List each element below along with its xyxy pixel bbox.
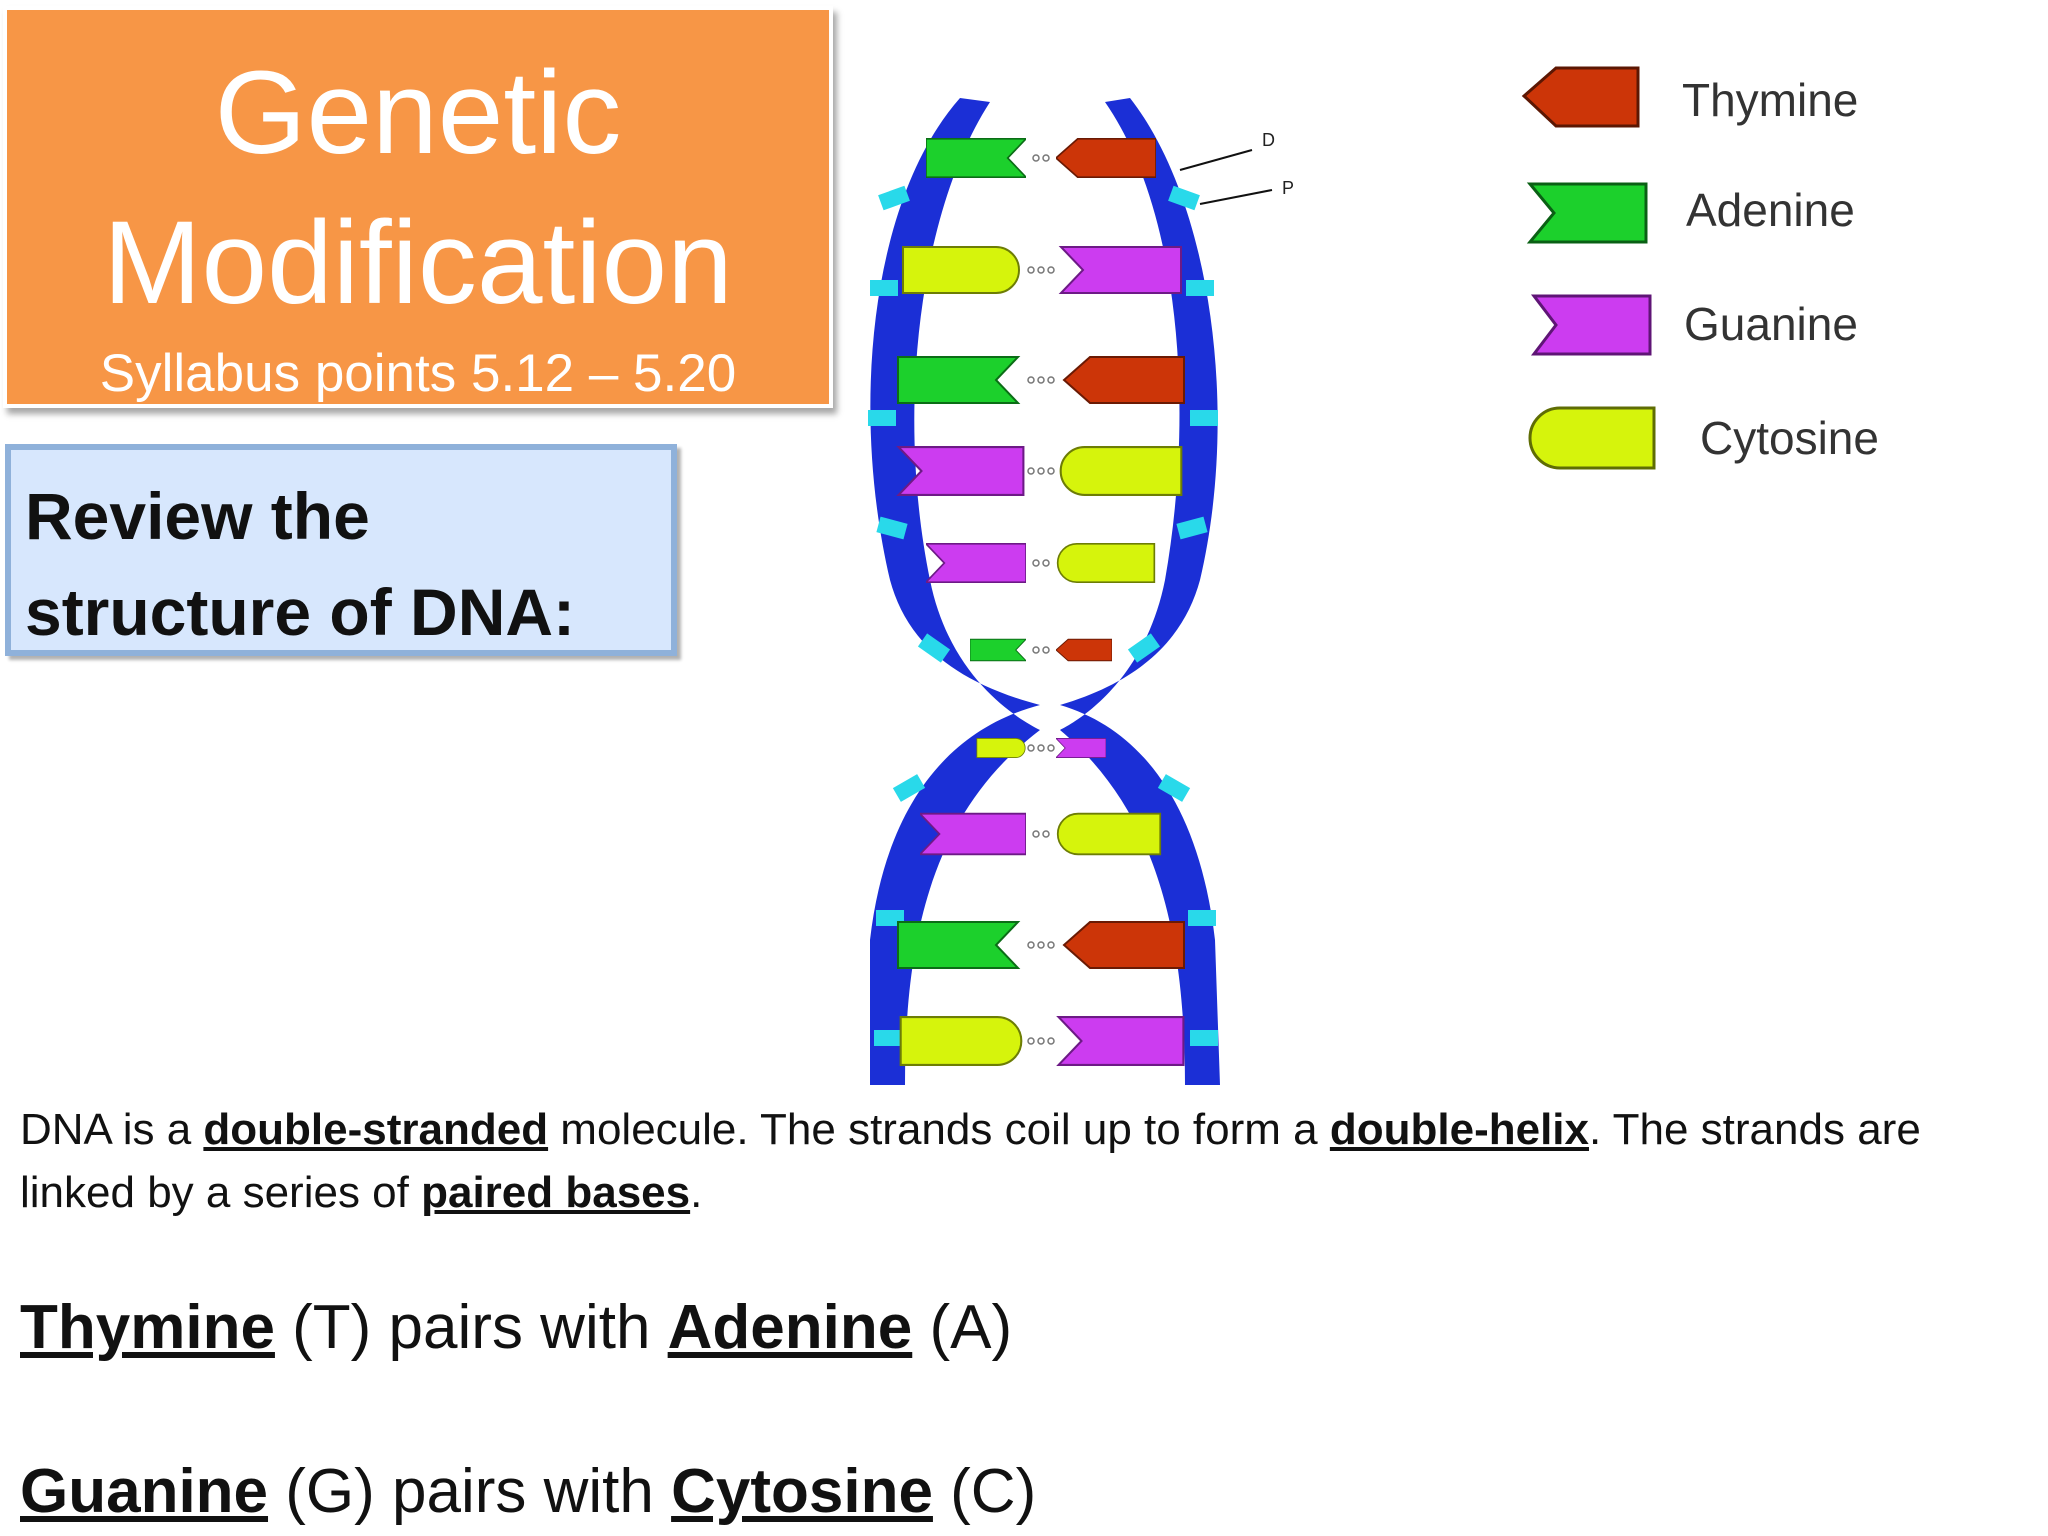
term-double-stranded: double-stranded xyxy=(203,1105,549,1154)
review-callout: Review the structure of DNA: xyxy=(5,444,677,656)
hydrogen-bonds xyxy=(1027,154,1055,1045)
phosphate-pointer-line xyxy=(1199,189,1273,205)
dna-description-paragraph: DNA is a double-stranded molecule. The s… xyxy=(20,1098,2030,1224)
base-thymine xyxy=(1056,137,1156,179)
pair2-base1: Guanine xyxy=(20,1457,269,1526)
sugar-phosphate-backbone xyxy=(868,98,1220,1085)
pair2-middle: (G) pairs with xyxy=(268,1457,672,1526)
phosphate-label: P xyxy=(1282,178,1294,198)
title-line-2: Modification xyxy=(103,197,733,329)
deoxyribose-label: D xyxy=(1262,130,1275,150)
pair2-base2: Cytosine xyxy=(671,1457,933,1526)
base-pair-rule-guanine-cytosine: Guanine (G) pairs with Cytosine (C) xyxy=(20,1452,1036,1532)
para-text-3: . The strands are linked by a series of xyxy=(20,1105,1921,1217)
title-line-1: Genetic xyxy=(214,47,622,179)
base-adenine xyxy=(896,355,1020,405)
base-guanine xyxy=(1056,737,1106,759)
legend-item-guanine: Guanine xyxy=(1530,294,1858,356)
base-cytosine xyxy=(1059,445,1183,497)
thymine-arrow-icon xyxy=(1521,66,1640,128)
base-pair-rule-thymine-adenine: Thymine (T) pairs with Adenine (A) xyxy=(20,1288,1012,1368)
deoxyribose-pointer-line xyxy=(1179,149,1253,171)
base-thymine xyxy=(1062,355,1186,405)
legend-label-adenine: Adenine xyxy=(1686,184,1855,236)
cytosine-round-icon xyxy=(1528,406,1656,470)
base-cytosine xyxy=(899,1015,1023,1067)
base-thymine xyxy=(1056,638,1112,662)
guanine-notch-icon xyxy=(1530,294,1652,356)
base-cytosine xyxy=(1056,812,1162,856)
term-paired-bases: paired bases xyxy=(421,1168,691,1217)
base-adenine xyxy=(896,920,1020,970)
base-guanine xyxy=(1059,245,1183,295)
legend-item-thymine: Thymine xyxy=(1521,66,1858,128)
review-text: Review the structure of DNA: xyxy=(25,479,576,649)
base-legend: Thymine Adenine Guanine Cytosine xyxy=(1521,66,1879,470)
para-text-1: DNA is a xyxy=(20,1105,204,1154)
page-title: Genetic Modification xyxy=(7,38,829,338)
pair1-end: (A) xyxy=(912,1293,1013,1362)
base-guanine xyxy=(1057,1015,1185,1067)
adenine-notch-icon xyxy=(1526,182,1648,244)
base-guanine xyxy=(926,542,1026,584)
base-adenine xyxy=(926,137,1026,179)
legend-item-cytosine: Cytosine xyxy=(1528,406,1879,470)
base-pairs xyxy=(896,137,1186,1067)
base-cytosine xyxy=(976,737,1026,759)
term-double-helix: double-helix xyxy=(1329,1105,1589,1154)
base-thymine xyxy=(1062,920,1186,970)
pair1-base1: Thymine xyxy=(20,1293,275,1362)
base-cytosine xyxy=(901,245,1021,295)
pair1-middle: (T) pairs with xyxy=(274,1293,668,1362)
base-guanine xyxy=(897,445,1025,497)
base-adenine xyxy=(970,638,1026,662)
pair2-end: (C) xyxy=(932,1457,1037,1526)
page-subtitle: Syllabus points 5.12 – 5.20 xyxy=(99,344,737,403)
legend-label-thymine: Thymine xyxy=(1682,74,1858,126)
dna-helix-diagram: D P xyxy=(868,98,1294,1085)
para-text-2: molecule. The strands coil up to form a xyxy=(548,1105,1330,1154)
base-cytosine xyxy=(1056,542,1156,584)
legend-label-cytosine: Cytosine xyxy=(1700,412,1879,464)
para-text-4: . xyxy=(690,1168,703,1217)
legend-label-guanine: Guanine xyxy=(1684,298,1858,350)
pair1-base2: Adenine xyxy=(667,1293,913,1362)
legend-item-adenine: Adenine xyxy=(1526,182,1855,244)
title-banner: Genetic Modification Syllabus points 5.1… xyxy=(3,6,833,408)
